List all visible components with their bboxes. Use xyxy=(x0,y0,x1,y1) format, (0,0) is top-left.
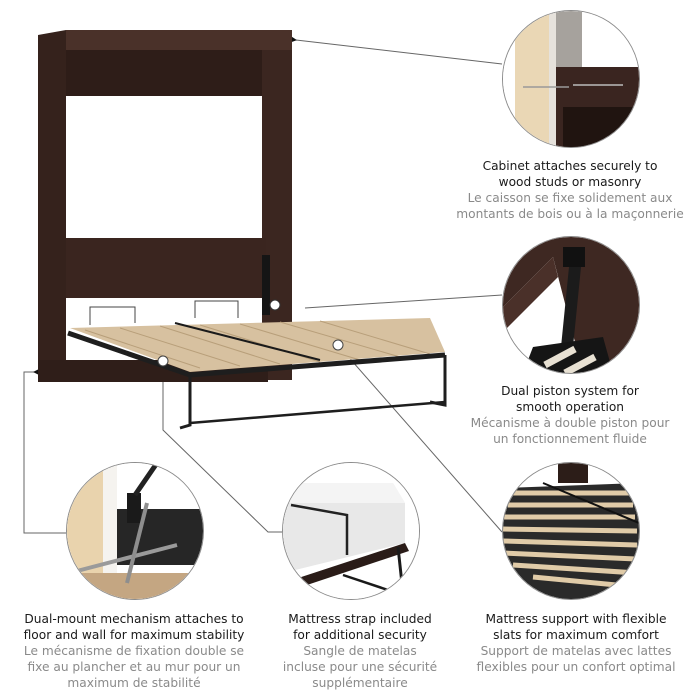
caption-en-line: wood studs or masonry xyxy=(498,175,642,189)
caption-en-line: floor and wall for maximum stability xyxy=(23,628,245,642)
detail-circle-cabinet-attach xyxy=(502,10,640,148)
caption-fr-line: montants de bois ou à la maçonnerie xyxy=(456,207,684,221)
detail-circle-dual-piston xyxy=(502,236,640,374)
caption-fr-line: Mécanisme à double piston pour xyxy=(470,416,670,430)
caption-en-line: smooth operation xyxy=(515,400,625,414)
caption-fr-line: Support de matelas avec lattes xyxy=(480,644,672,658)
caption-en-line: slats for maximum comfort xyxy=(493,628,659,642)
caption-fr-line: maximum de stabilité xyxy=(67,676,201,690)
caption-fr-line: flexibles pour un confort optimal xyxy=(476,660,676,674)
caption-cabinet-attach: Cabinet attaches securely to wood studs … xyxy=(452,158,688,222)
caption-fr-line: Sangle de matelas xyxy=(303,644,417,658)
caption-fr-line: Le mécanisme de fixation double se xyxy=(23,644,245,658)
caption-mattress-strap: Mattress strap included for additional s… xyxy=(262,611,458,691)
wall-bed-main-image xyxy=(0,0,460,440)
caption-en-line: Dual-mount mechanism attaches to xyxy=(24,612,244,626)
caption-mattress-support: Mattress support with flexible slats for… xyxy=(458,611,694,675)
caption-dual-piston: Dual piston system for smooth operation … xyxy=(452,383,688,447)
detail-circle-mattress-support xyxy=(502,462,640,600)
caption-fr-line: supplémentaire xyxy=(312,676,408,690)
caption-fr-line: fixe au plancher et au mur pour un xyxy=(27,660,241,674)
caption-en-line: Mattress support with flexible xyxy=(485,612,667,626)
detail-circle-mattress-strap xyxy=(282,462,420,600)
caption-en-line: for additional security xyxy=(293,628,427,642)
caption-en-line: Cabinet attaches securely to xyxy=(482,159,658,173)
detail-circle-dual-mount xyxy=(66,462,204,600)
caption-en-line: Dual piston system for xyxy=(501,384,639,398)
caption-fr-line: un fonctionnement fluide xyxy=(493,432,647,446)
caption-dual-mount: Dual-mount mechanism attaches to floor a… xyxy=(16,611,252,691)
caption-fr-line: incluse pour une sécurité xyxy=(282,660,438,674)
caption-fr-line: Le caisson se fixe solidement aux xyxy=(467,191,673,205)
caption-en-line: Mattress strap included xyxy=(288,612,432,626)
